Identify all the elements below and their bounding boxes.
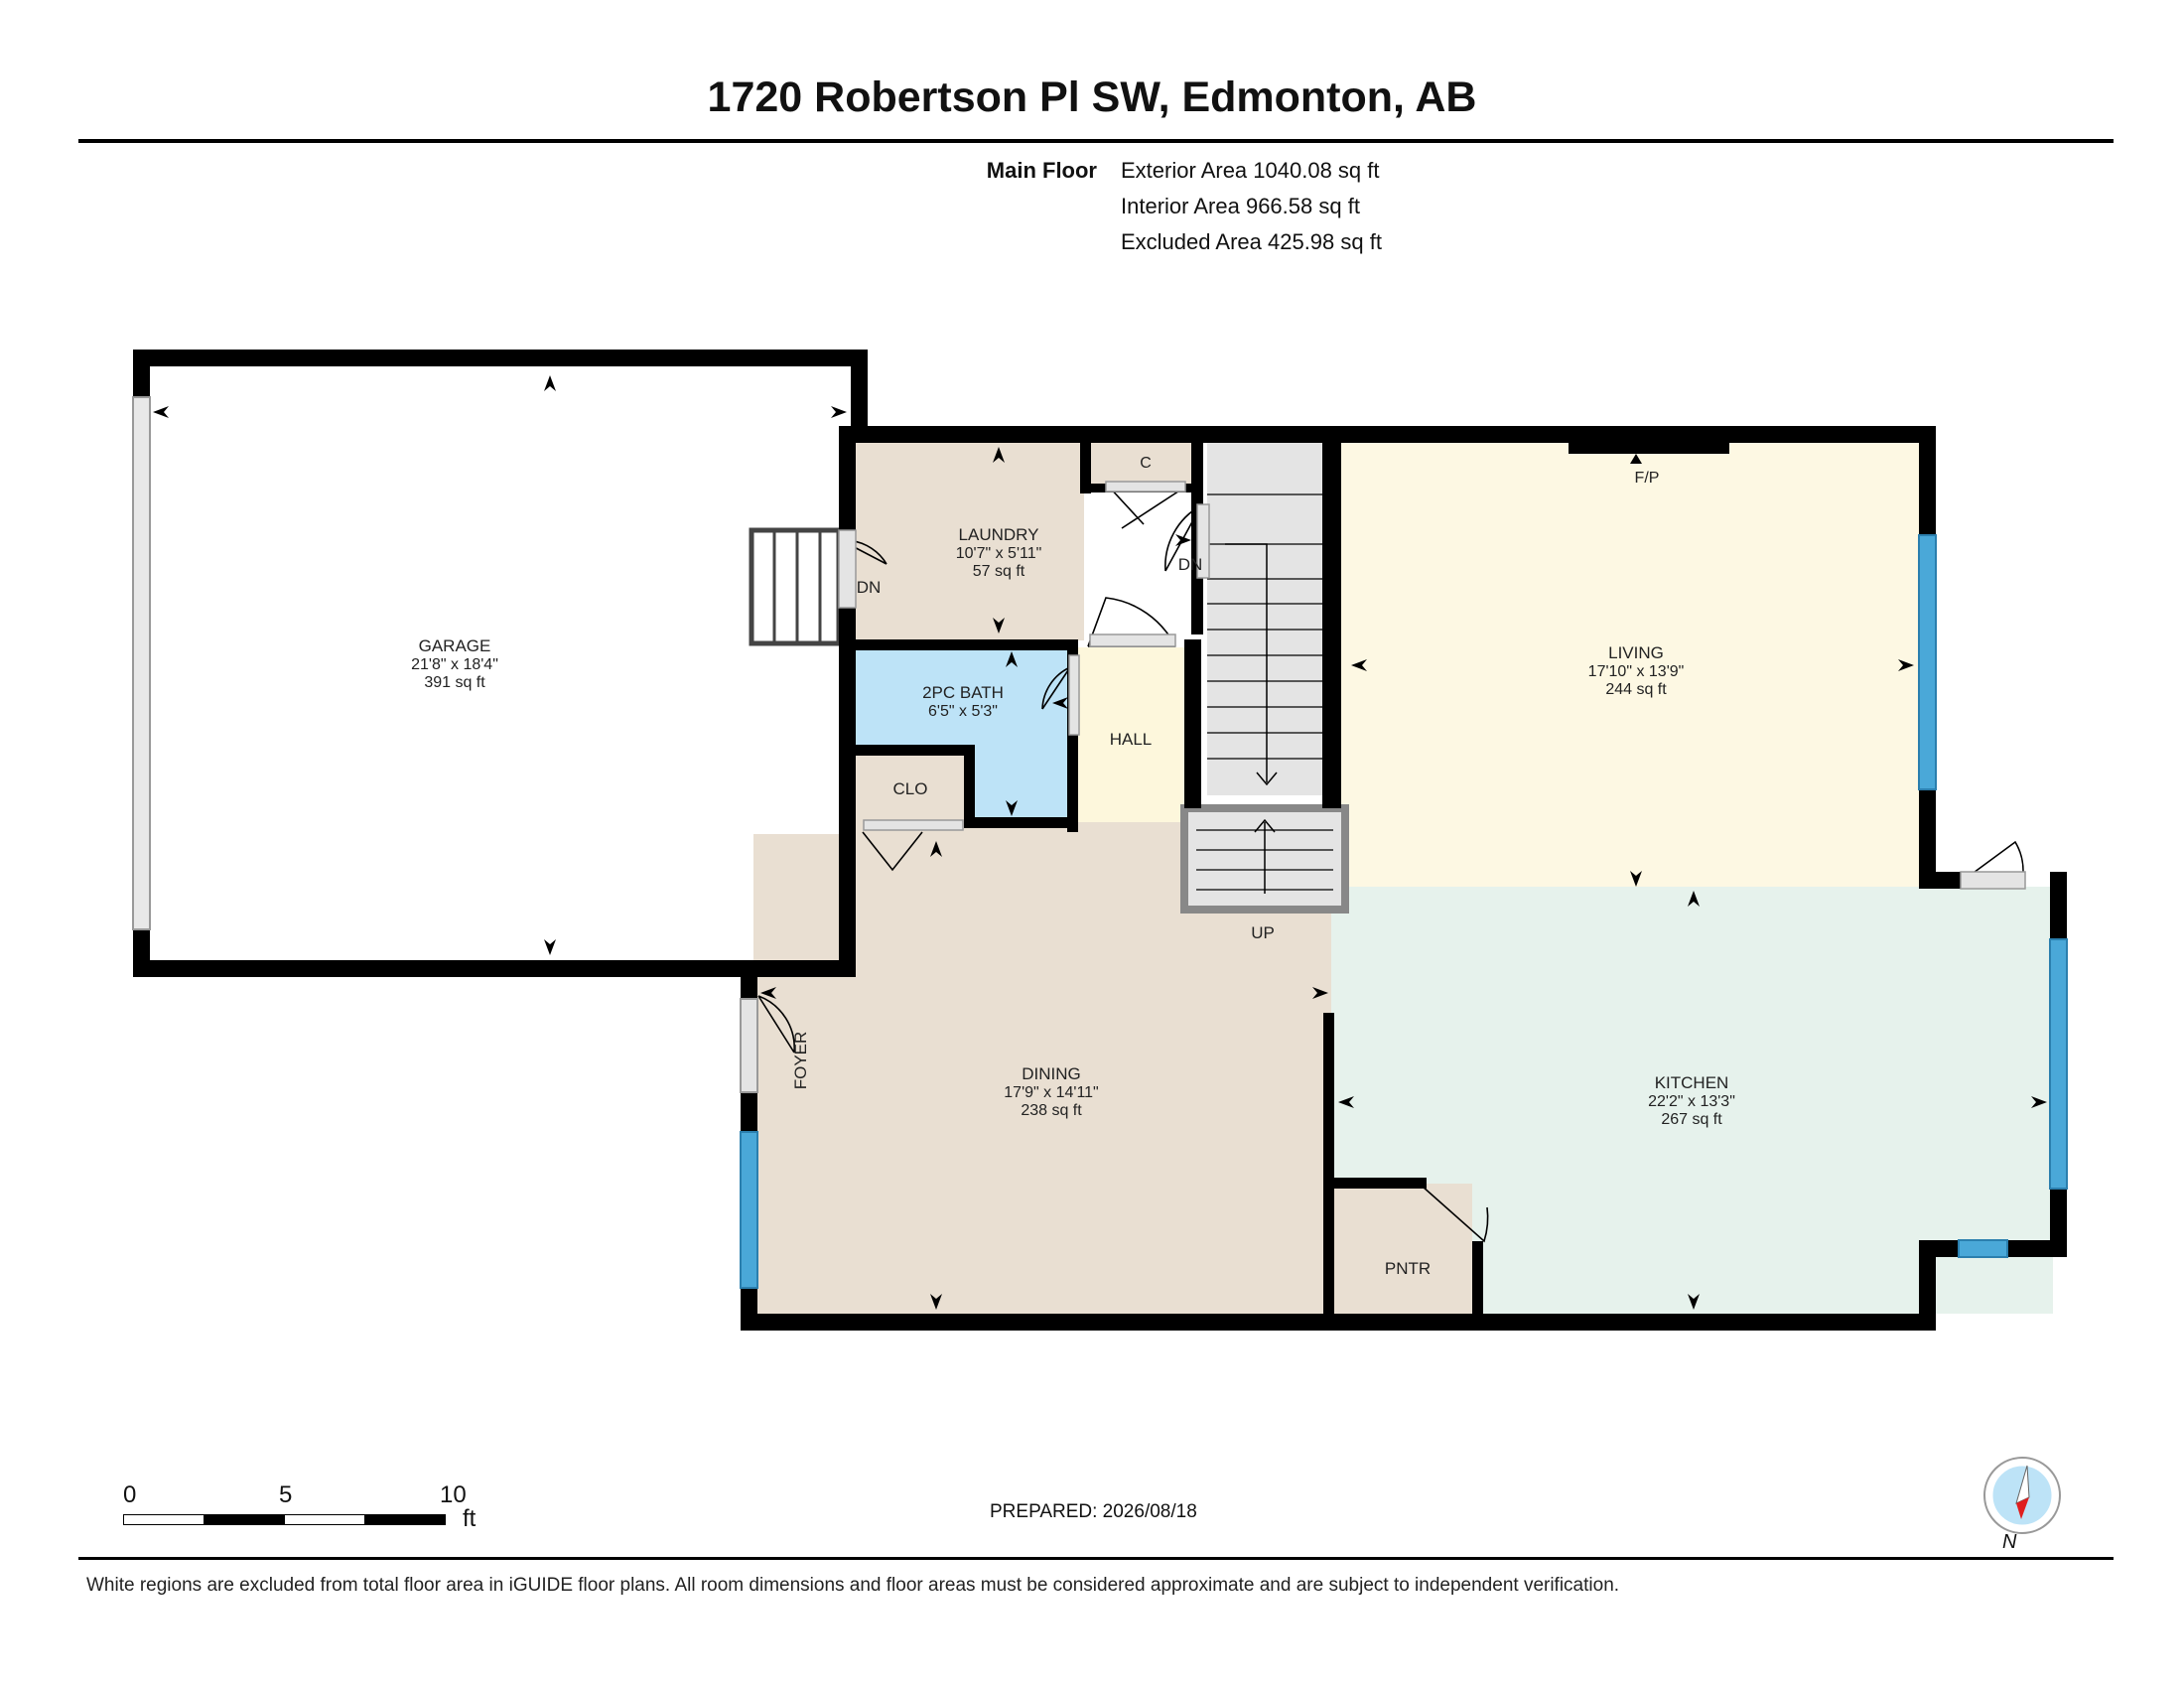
page-title: 1720 Robertson Pl SW, Edmonton, AB	[707, 73, 1477, 121]
living-area: 244 sq ft	[1605, 681, 1667, 698]
pantry-name: PNTR	[1385, 1259, 1431, 1278]
floor-name: Main Floor	[986, 158, 1097, 183]
stairs-down-label-2: DN	[1178, 555, 1203, 574]
pantry-fill	[1331, 1184, 1472, 1314]
bath-name: 2PC BATH	[922, 683, 1004, 702]
dining-area: 238 sq ft	[1021, 1102, 1082, 1119]
garage-area: 391 sq ft	[424, 674, 485, 691]
scale-10: 10	[440, 1481, 467, 1508]
bath-dims: 6'5" x 5'3"	[928, 703, 998, 720]
scale-5: 5	[279, 1481, 293, 1508]
laundry-fill	[855, 441, 1084, 640]
living-name: LIVING	[1608, 643, 1664, 662]
laundry-dims: 10'7" x 5'11"	[956, 545, 1042, 562]
dining-dims: 17'9" x 14'11"	[1004, 1084, 1098, 1101]
exterior-area: Exterior Area 1040.08 sq ft	[1121, 158, 1380, 183]
windows	[132, 396, 2068, 1289]
stairs-down-label-1: DN	[857, 578, 882, 597]
dining-name: DINING	[1022, 1064, 1081, 1083]
scale-0: 0	[123, 1481, 137, 1508]
closet-name: CLO	[893, 779, 928, 798]
excluded-area: Excluded Area 425.98 sq ft	[1121, 229, 1382, 254]
living-fill	[1341, 441, 1921, 887]
closet-fill	[855, 755, 969, 822]
compass-icon	[1983, 1457, 2061, 1534]
garage-dims: 21'8" x 18'4"	[411, 656, 498, 673]
prepared-date: PREPARED: 2026/08/18	[990, 1501, 1197, 1522]
disclaimer: White regions are excluded from total fl…	[86, 1575, 1620, 1596]
fireplace	[1569, 443, 1729, 454]
hall-name: HALL	[1110, 730, 1153, 749]
stairs-up-label: UP	[1251, 923, 1275, 942]
foyer-name: FOYER	[791, 1032, 810, 1090]
scale-unit: ft	[463, 1505, 477, 1532]
stairs-upper	[1207, 441, 1322, 795]
north-compass: N	[1982, 1456, 2062, 1555]
kitchen-name: KITCHEN	[1655, 1073, 1729, 1092]
laundry-area: 57 sq ft	[973, 563, 1025, 580]
laundry-name: LAUNDRY	[959, 525, 1039, 544]
dimension-markers	[153, 375, 2047, 1310]
interior-area: Interior Area 966.58 sq ft	[1121, 194, 1360, 218]
kitchen-area: 267 sq ft	[1661, 1111, 1722, 1128]
living-dims: 17'10" x 13'9"	[1588, 663, 1685, 680]
fireplace-label: F/P	[1635, 470, 1660, 487]
garage-name: GARAGE	[419, 636, 491, 655]
kitchen-dims: 22'2" x 13'3"	[1648, 1093, 1735, 1110]
floor-areas: Exterior Area 1040.08 sq ft Interior Are…	[1121, 153, 1382, 260]
c-closet-fill	[1091, 441, 1195, 485]
footer-rule	[78, 1557, 2114, 1560]
scale-bar: 0 5 10 ft	[123, 1481, 476, 1541]
compass-label: N	[2002, 1531, 2017, 1553]
c-closet-name: C	[1140, 455, 1152, 472]
header-rule	[78, 139, 2114, 143]
hall-fill	[1078, 647, 1184, 834]
garage-steps	[749, 527, 842, 646]
